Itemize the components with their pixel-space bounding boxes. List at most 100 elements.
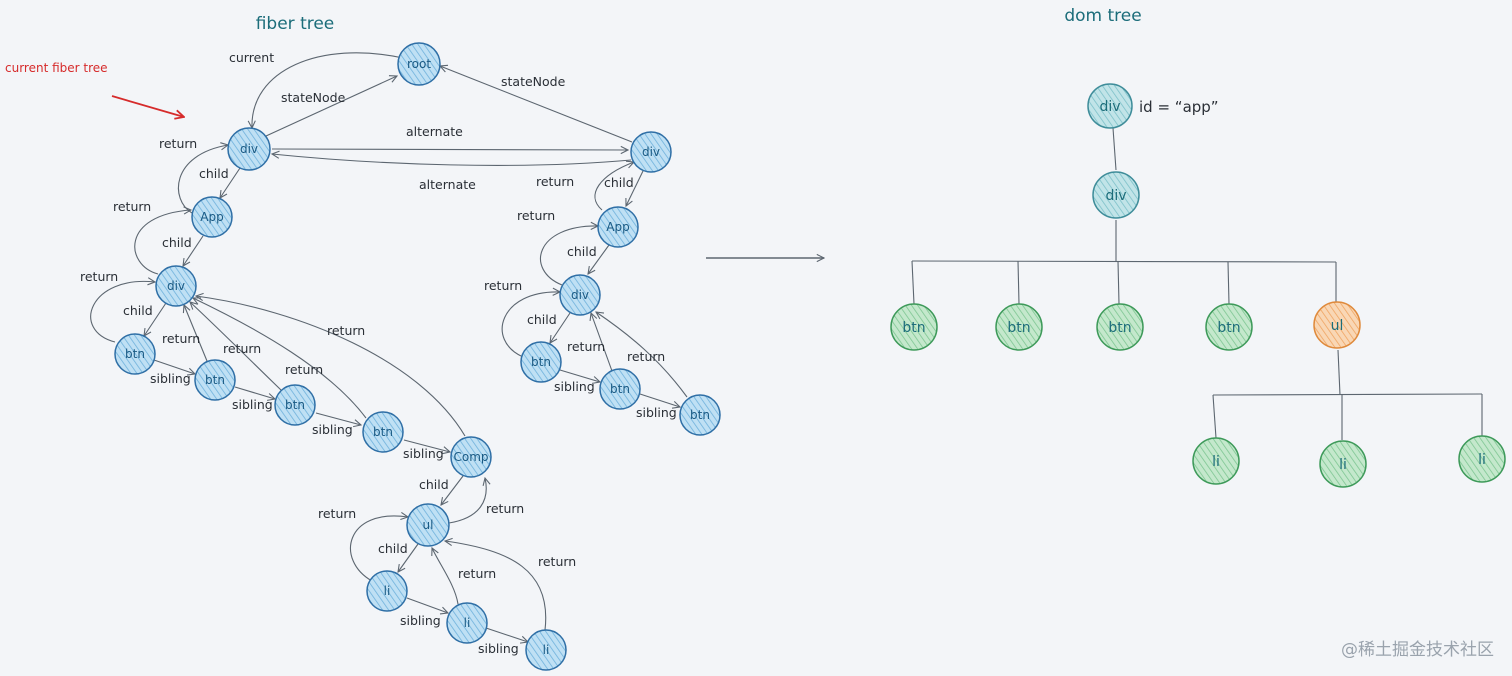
dom-node-div: div — [1092, 171, 1140, 219]
node-label: li — [1478, 452, 1486, 468]
dom-node-btn2: btn — [995, 303, 1043, 351]
node-circle — [599, 368, 641, 410]
edge-wbtn1-sibling — [559, 369, 600, 382]
edge-btn4-sibling — [403, 439, 450, 452]
node-current-btn4: btn — [362, 411, 404, 453]
node-circle — [630, 131, 672, 173]
edge-statenode-current — [265, 76, 397, 137]
label-wreturn-app: return — [536, 174, 574, 189]
node-circle — [362, 411, 404, 453]
fiber-tree-title: fiber tree — [256, 14, 335, 34]
node-circle — [559, 274, 601, 316]
node-current-div2: div — [155, 265, 197, 307]
label-sibling-li1: sibling — [400, 613, 441, 628]
dom-node-li1: li — [1192, 437, 1240, 485]
label-child-div: child — [199, 166, 229, 181]
edge-alternate-1 — [271, 149, 628, 150]
node-label: btn — [205, 373, 225, 387]
node-current-li1: li — [366, 570, 408, 612]
label-wreturn-btn3: return — [627, 349, 665, 364]
edge-div2-return — [134, 210, 191, 275]
node-circle — [1313, 301, 1361, 349]
edge-wbtn3-return — [596, 312, 688, 398]
edge-div-child — [220, 167, 241, 198]
node-circle — [1458, 435, 1506, 483]
dom-tree-title: dom tree — [1064, 6, 1141, 26]
node-wip-app: App — [597, 206, 639, 248]
node-circle — [227, 127, 271, 171]
node-label: div — [1105, 188, 1126, 204]
edge-btn1-return — [90, 281, 155, 343]
node-wip-btn2: btn — [599, 368, 641, 410]
label-wreturn-btn2: return — [567, 339, 605, 354]
node-circle — [274, 384, 316, 426]
label-wchild-app: child — [567, 244, 597, 259]
edge-li1-sibling — [406, 597, 448, 613]
edge-wbtn2-return — [591, 313, 613, 372]
label-sibling-btn1: sibling — [150, 371, 191, 386]
node-current-li2: li — [446, 602, 488, 644]
node-circle — [114, 333, 156, 375]
label-return-li2: return — [458, 566, 496, 581]
node-wip-div: div — [630, 131, 672, 173]
edge-li2-sibling — [485, 627, 528, 642]
label-return-app: return — [159, 136, 197, 151]
node-label: btn — [610, 382, 630, 396]
label-child-comp: child — [419, 477, 449, 492]
node-label: li — [464, 616, 471, 630]
node-label: li — [1339, 457, 1347, 473]
node-label: div — [571, 288, 589, 302]
dom-node-ul: ul — [1313, 301, 1361, 349]
label-return-div2: return — [113, 199, 151, 214]
node-current-ul: ul — [406, 503, 450, 547]
current-fiber-annotation: current fiber tree — [5, 61, 108, 75]
node-label: div — [642, 145, 660, 159]
node-label: Comp — [453, 450, 488, 464]
label-return-comp: return — [327, 323, 365, 338]
node-wip-div2: div — [559, 274, 601, 316]
label-return-btn1: return — [80, 269, 118, 284]
edge-wbtn2-sibling — [639, 393, 680, 407]
dom-attr-label: id = “app” — [1139, 98, 1219, 116]
edge-btn4-return — [193, 298, 367, 419]
edge-wdiv2-return — [539, 226, 598, 286]
edge-li3-return — [445, 541, 547, 631]
label-return-li1: return — [318, 506, 356, 521]
node-label: btn — [373, 425, 393, 439]
node-label: root — [407, 57, 431, 71]
dom-node-btn3: btn — [1096, 303, 1144, 351]
dom-node-btn1: btn — [890, 303, 938, 351]
edge-div2-child — [144, 302, 167, 336]
node-label: App — [200, 210, 223, 224]
edge-ul-child — [398, 543, 419, 572]
node-label: App — [606, 220, 629, 234]
node-label: li — [543, 643, 550, 657]
dom-nodes: div div btn btn btn btn ul li li li — [890, 83, 1506, 488]
label-alternate-1: alternate — [406, 124, 463, 139]
node-wip-btn3: btn — [679, 394, 721, 436]
fiber-nodes: root div App div btn btn btn btn Comp ul… — [114, 42, 721, 671]
node-label: btn — [1007, 320, 1030, 336]
label-wchild-div2: child — [527, 312, 557, 327]
node-current-comp: Comp — [450, 436, 492, 478]
edge-wbtn1-return — [501, 292, 560, 358]
node-current-app: App — [191, 196, 233, 238]
node-label: div — [240, 142, 258, 156]
dom-node-li2: li — [1319, 440, 1367, 488]
node-root: root — [397, 42, 441, 86]
edge-wdiv-child — [626, 170, 644, 206]
label-wreturn-div2: return — [517, 208, 555, 223]
node-label: btn — [531, 355, 551, 369]
dom-node-btn4: btn — [1205, 303, 1253, 351]
node-circle — [679, 394, 721, 436]
node-label: btn — [1108, 320, 1131, 336]
edge-wdiv2-child — [550, 312, 571, 343]
label-wreturn-btn1: return — [484, 278, 522, 293]
label-return-ul: return — [486, 501, 524, 516]
node-circle — [397, 42, 441, 86]
edge-btn3-sibling — [315, 412, 361, 425]
node-label: li — [384, 584, 391, 598]
fiber-edge-labels: current stateNode stateNode alternate al… — [80, 50, 677, 656]
node-current-li3: li — [525, 629, 567, 671]
node-label: btn — [1217, 320, 1240, 336]
